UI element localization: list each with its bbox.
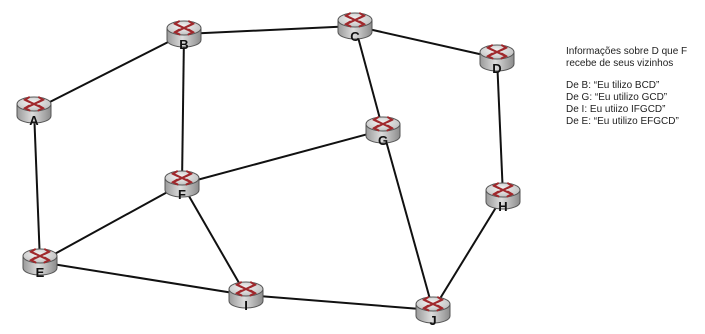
router-arrows-icon (172, 20, 196, 36)
router-label: I (244, 298, 248, 313)
info-line-g: De G: “Eu utilizo GCD” (566, 92, 668, 103)
info-title: Informações sobre D que F recebe de seus… (566, 46, 688, 69)
link-e-i (39, 261, 247, 296)
router-arrows-icon (234, 281, 258, 297)
links-layer (33, 25, 504, 311)
router-label: F (178, 187, 186, 202)
router-c: C (337, 12, 373, 44)
info-panel: Informações sobre D que F recebe de seus… (566, 46, 702, 128)
router-label: B (179, 37, 188, 52)
router-label: C (350, 29, 360, 44)
link-h-j (432, 195, 504, 311)
router-h: H (485, 182, 521, 214)
link-c-d (354, 25, 498, 59)
router-j: J (415, 296, 451, 328)
router-f: F (164, 170, 200, 202)
link-e-f (39, 183, 183, 263)
router-i: I (228, 281, 264, 313)
router-g: G (365, 116, 401, 148)
link-c-g (354, 25, 384, 131)
info-line-i: De I: Eu utiizo IFGCD” (566, 104, 666, 115)
router-arrows-icon (343, 12, 367, 28)
router-label: A (29, 113, 39, 128)
routers-layer: A B C D E F G H I J (16, 12, 521, 328)
info-line-e: De E: “Eu utilizo EFGCD” (566, 116, 679, 127)
router-arrows-icon (22, 96, 46, 112)
link-a-e (33, 109, 41, 263)
router-a: A (16, 96, 52, 128)
link-f-g (181, 129, 384, 185)
router-label: D (492, 61, 501, 76)
link-f-i (181, 183, 247, 296)
router-label: E (36, 265, 45, 280)
router-label: J (429, 313, 436, 328)
router-arrows-icon (371, 116, 395, 132)
router-arrows-icon (491, 182, 515, 198)
link-d-h (496, 57, 504, 197)
link-a-b (33, 33, 185, 111)
link-i-j (245, 294, 434, 311)
router-d: D (479, 44, 515, 76)
link-g-j (382, 129, 434, 311)
info-line-b: De B: “Eu tilizo BCD” (566, 80, 660, 91)
router-label: H (498, 199, 507, 214)
router-arrows-icon (28, 248, 52, 264)
router-e: E (22, 248, 58, 280)
network-graph: A B C D E F G H I J (16, 12, 521, 328)
router-arrows-icon (421, 296, 445, 312)
router-arrows-icon (485, 44, 509, 60)
router-arrows-icon (170, 170, 194, 186)
link-b-f (181, 33, 185, 185)
link-b-c (183, 25, 356, 35)
router-label: G (378, 133, 388, 148)
info-spacer (566, 70, 702, 80)
router-b: B (166, 20, 202, 52)
